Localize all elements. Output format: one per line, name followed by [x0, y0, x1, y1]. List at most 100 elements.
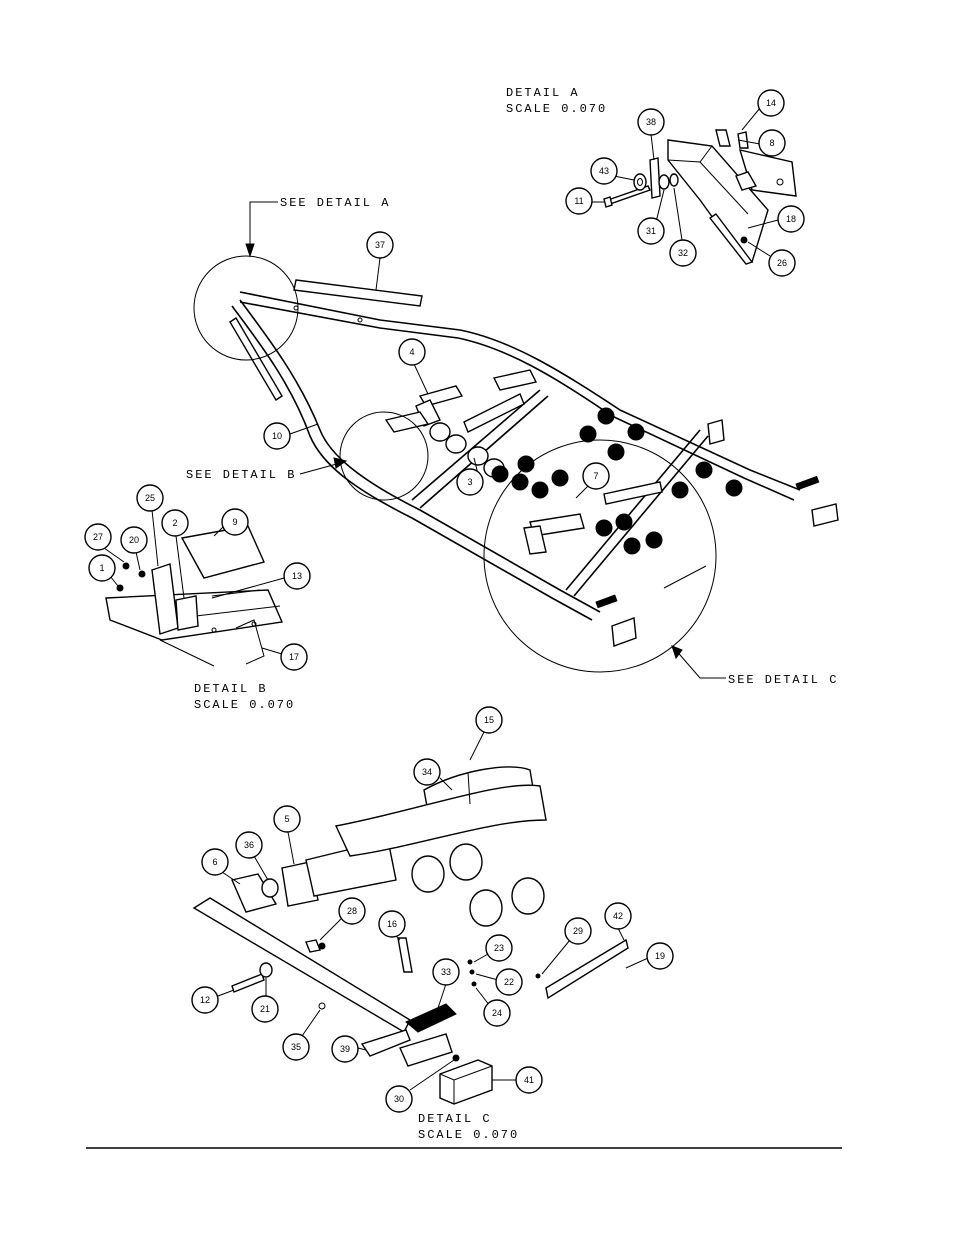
svg-text:36: 36 [244, 840, 254, 850]
callout-31: 31 [637, 189, 665, 245]
callout-3: 3 [456, 457, 484, 496]
svg-text:1: 1 [99, 563, 104, 573]
callout-25: 25 [136, 484, 164, 567]
callout-27: 27 [84, 523, 125, 563]
callout-24: 24 [475, 987, 511, 1027]
callout-32: 32 [669, 187, 697, 267]
detail-a-circle [193, 255, 299, 361]
svg-text:41: 41 [524, 1075, 534, 1085]
svg-text:39: 39 [340, 1044, 350, 1054]
svg-text:9: 9 [232, 517, 237, 527]
svg-text:14: 14 [766, 98, 776, 108]
callout-33: 33 [432, 958, 460, 1009]
callout-16: 16 [378, 910, 406, 941]
callout-10: 10 [263, 422, 319, 450]
svg-text:7: 7 [593, 471, 598, 481]
callout-38: 38 [637, 108, 665, 161]
callout-29: 29 [541, 917, 592, 975]
callout-12: 12 [191, 986, 235, 1014]
callout-17: 17 [261, 643, 308, 671]
callout-41: 41 [492, 1066, 543, 1094]
callout-35: 35 [282, 1009, 321, 1061]
svg-text:2: 2 [172, 518, 177, 528]
callout-8: 8 [737, 129, 786, 157]
callout-42: 42 [604, 902, 632, 941]
svg-text:23: 23 [494, 943, 504, 953]
callout-14: 14 [741, 89, 785, 131]
callout-7: 7 [575, 462, 610, 499]
callout-34: 34 [413, 758, 453, 791]
svg-text:3: 3 [467, 477, 472, 487]
see-detail-a-label: SEE DETAIL A [280, 196, 390, 210]
svg-text:42: 42 [613, 911, 623, 921]
detail-b-circle [339, 411, 429, 501]
detail-a-drawing [603, 129, 797, 265]
svg-text:29: 29 [573, 926, 583, 936]
callout-28: 28 [319, 897, 366, 941]
detail-c-drawing [192, 766, 629, 1105]
detail-b-title: DETAIL B [194, 682, 268, 696]
svg-text:34: 34 [422, 767, 432, 777]
callout-13: 13 [211, 562, 311, 599]
svg-text:20: 20 [129, 535, 139, 545]
svg-text:26: 26 [777, 258, 787, 268]
svg-text:17: 17 [289, 652, 299, 662]
detail-a-title: DETAIL A [506, 86, 580, 100]
svg-text:43: 43 [599, 166, 609, 176]
callout-20: 20 [120, 526, 148, 571]
svg-text:22: 22 [504, 977, 514, 987]
callout-15: 15 [469, 706, 503, 761]
callout-43: 43 [590, 157, 635, 185]
svg-text:15: 15 [484, 715, 494, 725]
svg-text:8: 8 [769, 138, 774, 148]
svg-text:10: 10 [272, 431, 282, 441]
svg-text:13: 13 [292, 571, 302, 581]
callout-37: 37 [366, 231, 394, 291]
svg-text:4: 4 [409, 347, 414, 357]
callout-1: 1 [88, 554, 119, 587]
callout-4: 4 [398, 338, 429, 395]
trailer-frame [229, 279, 839, 647]
callout-18: 18 [747, 205, 805, 233]
callout-36: 36 [235, 831, 269, 881]
svg-text:35: 35 [291, 1042, 301, 1052]
detail-c-scale: SCALE 0.070 [418, 1128, 519, 1142]
svg-text:5: 5 [284, 814, 289, 824]
black-rollers [491, 407, 743, 555]
detail-a-scale: SCALE 0.070 [506, 102, 607, 116]
callout-21: 21 [251, 978, 279, 1023]
callout-30: 30 [385, 1059, 455, 1113]
svg-text:27: 27 [93, 532, 103, 542]
svg-text:12: 12 [200, 995, 210, 1005]
callout-2: 2 [161, 509, 189, 599]
svg-text:16: 16 [387, 919, 397, 929]
detail-b-scale: SCALE 0.070 [194, 698, 295, 712]
see-detail-b-label: SEE DETAIL B [186, 468, 296, 482]
detail-c-title: DETAIL C [418, 1112, 492, 1126]
svg-text:32: 32 [678, 248, 688, 258]
svg-text:37: 37 [375, 240, 385, 250]
callout-19: 19 [625, 942, 674, 970]
callout-6: 6 [201, 848, 241, 885]
detail-c-circle [483, 439, 717, 673]
callout-26: 26 [747, 241, 796, 277]
callout-23: 23 [473, 934, 513, 963]
svg-text:6: 6 [212, 857, 217, 867]
svg-text:21: 21 [260, 1004, 270, 1014]
svg-text:11: 11 [574, 196, 583, 206]
svg-text:30: 30 [394, 1094, 404, 1104]
callout-39: 39 [331, 1035, 367, 1063]
detail-b-drawing [105, 525, 284, 667]
svg-text:33: 33 [441, 967, 451, 977]
detail-c-rollers [411, 843, 545, 927]
callout-5: 5 [273, 805, 301, 865]
svg-text:25: 25 [145, 493, 155, 503]
svg-text:31: 31 [646, 226, 656, 236]
svg-text:18: 18 [786, 214, 796, 224]
svg-text:19: 19 [655, 951, 665, 961]
callout-9: 9 [213, 508, 249, 537]
svg-text:38: 38 [646, 117, 656, 127]
see-detail-c-label: SEE DETAIL C [728, 673, 838, 687]
callout-22: 22 [475, 968, 523, 996]
